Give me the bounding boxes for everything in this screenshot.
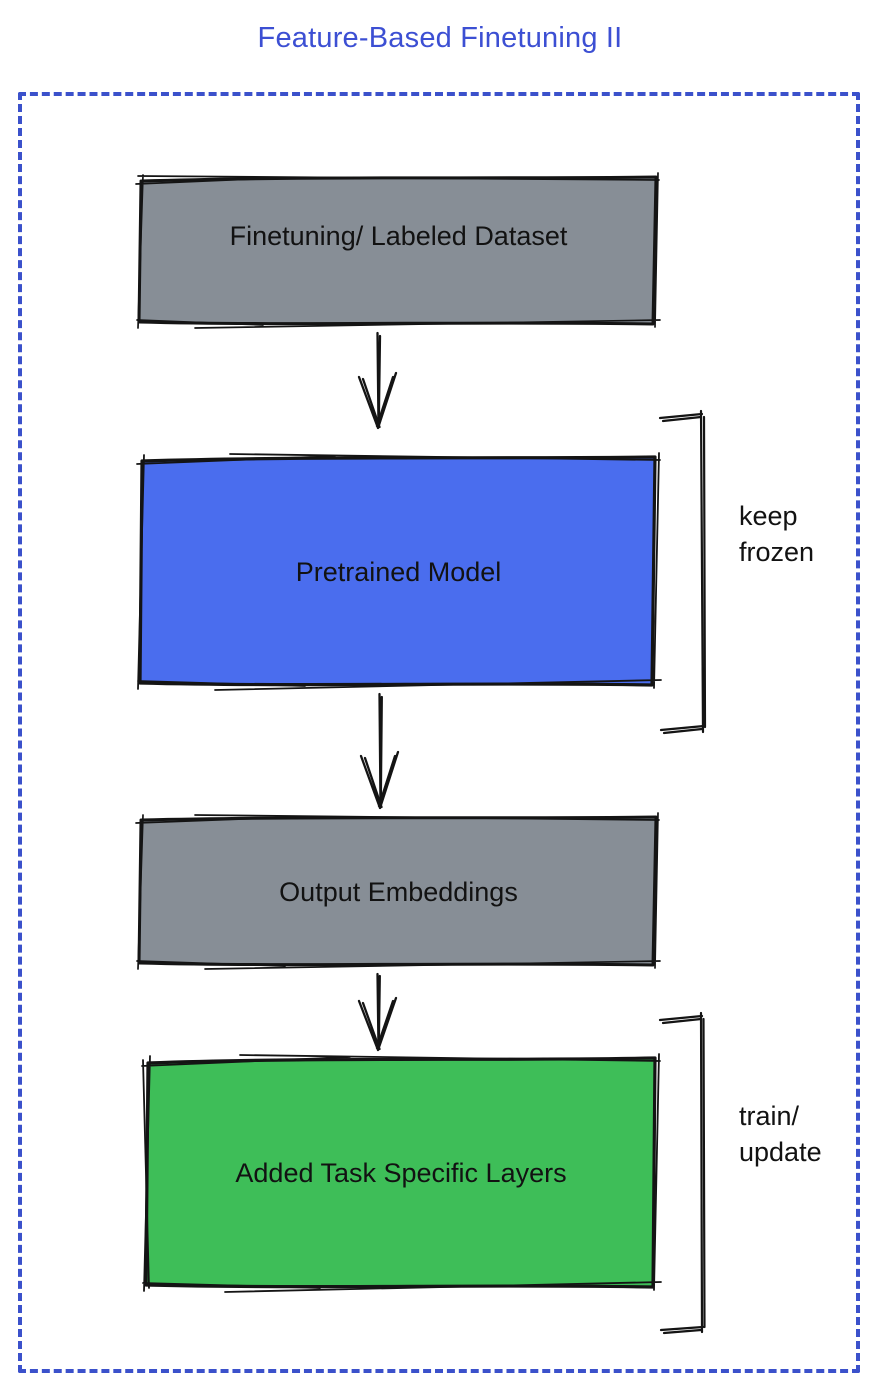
node-output-embeddings: Output Embeddings: [135, 812, 662, 973]
bracket-train-update-icon: [658, 1011, 706, 1335]
annotation-line: update: [739, 1137, 822, 1167]
node-task-specific-layers: Added Task Specific Layers: [140, 1052, 662, 1295]
node-label: Output Embeddings: [279, 877, 518, 907]
node-pretrained-model: Pretrained Model: [135, 451, 662, 693]
node-label: Finetuning/ Labeled Dataset: [229, 220, 568, 251]
sketch-border: [136, 452, 662, 691]
node-label: Pretrained Model: [295, 556, 502, 587]
arrow-pretrained-to-embeddings-icon: [359, 692, 400, 810]
arrow-embeddings-to-task-layers-icon: [357, 972, 398, 1052]
node-label: Added Task Specific Layers: [235, 1158, 567, 1188]
diagram-title: Feature-Based Finetuning II: [257, 22, 623, 54]
bracket-keep-frozen-icon: [658, 409, 707, 735]
diagram-frame: [18, 92, 860, 1373]
annotation-line: train/: [739, 1101, 800, 1131]
annotation-line: frozen: [739, 537, 815, 567]
node-finetuning-dataset: Finetuning/ Labeled Dataset: [135, 172, 662, 332]
sketch-border: [135, 172, 661, 329]
annotation-keep-frozen: keep frozen: [739, 498, 814, 570]
annotation-train-update: train/ update: [739, 1098, 822, 1170]
annotation-line: keep: [739, 501, 798, 531]
arrow-dataset-to-pretrained-icon: [357, 331, 398, 430]
sketch-border: [135, 812, 661, 970]
sketch-border: [141, 1053, 662, 1293]
